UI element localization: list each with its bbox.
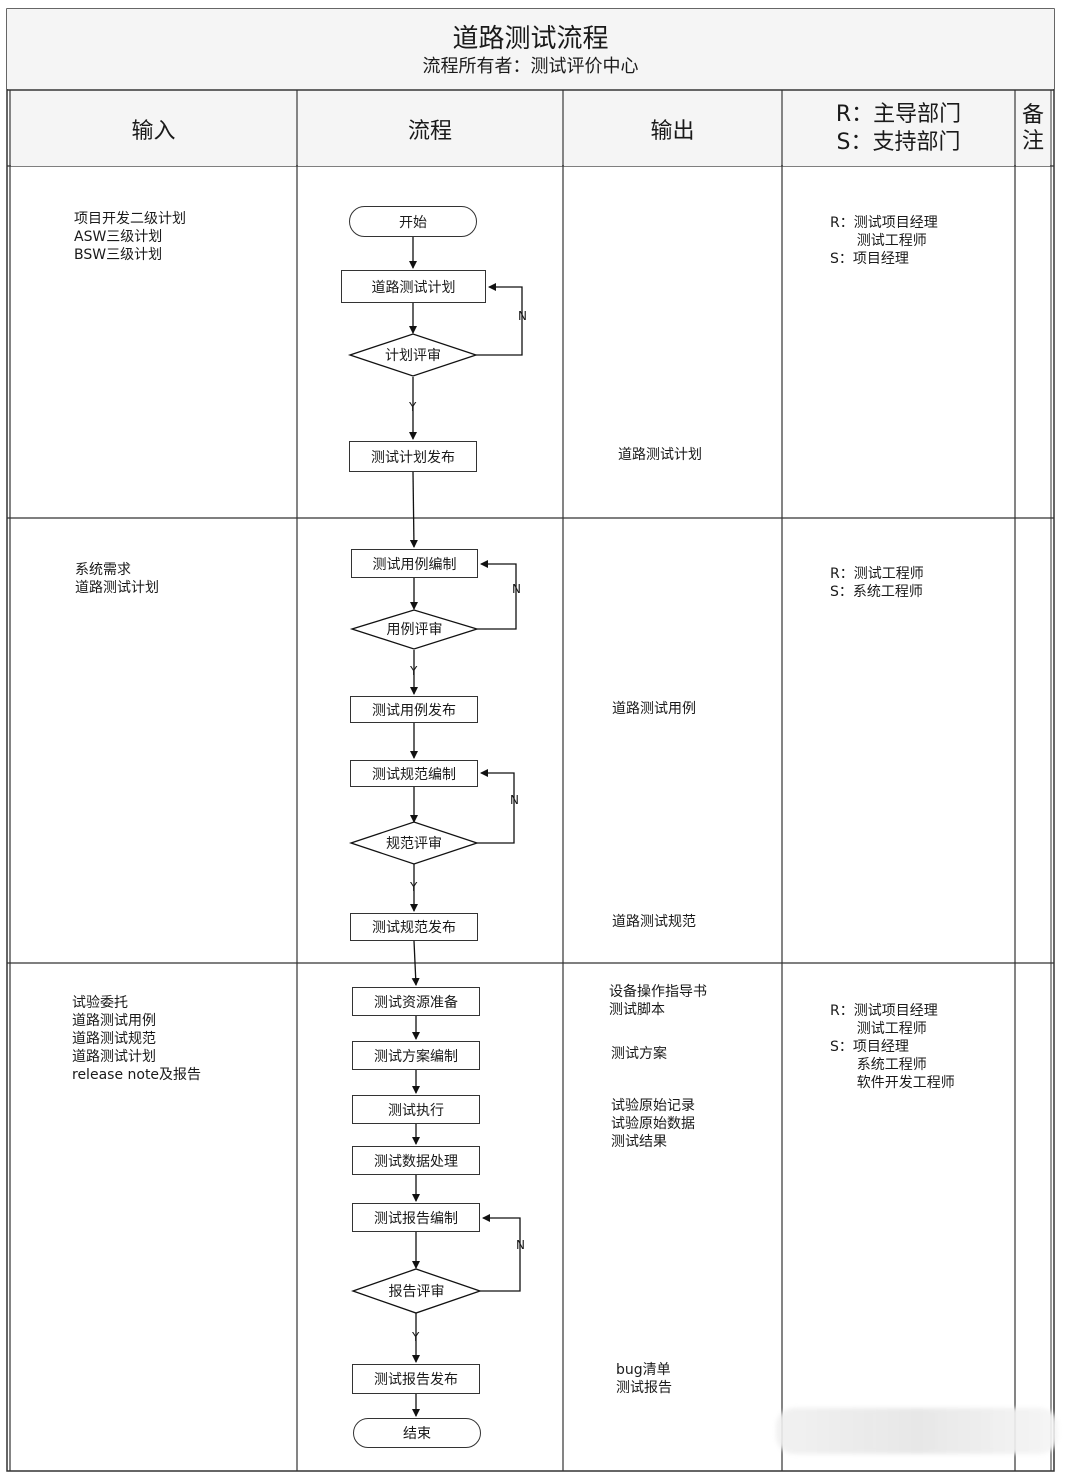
section3-output-1: 设备操作指导书 测试脚本: [609, 984, 707, 1018]
header-rs-s: S：支持部门: [836, 129, 961, 155]
flow-spec-review: 规范评审: [386, 836, 442, 852]
section3-rs: R：测试项目经理 测试工程师 S：项目经理 系统工程师 软件开发工程师: [830, 1003, 955, 1091]
header-rs: R：主导部门 S：支持部门: [783, 91, 1014, 166]
flow-spec-write: 测试规范编制: [350, 760, 478, 787]
section1-output-1: 道路测试计划: [618, 447, 702, 463]
title-banner: [7, 9, 1054, 89]
label-no-2: N: [512, 582, 521, 596]
section3-output-2: 测试方案: [611, 1046, 667, 1062]
page-subtitle: 流程所有者：测试评价中心: [422, 56, 639, 77]
header-note-text: 备 注: [1021, 102, 1044, 154]
flow-execute: 测试执行: [352, 1095, 480, 1124]
label-yes-1: Y: [409, 400, 417, 414]
flow-plan-release: 测试计划发布: [349, 441, 477, 472]
section2-output-1: 道路测试用例: [612, 701, 696, 717]
flow-case-release: 测试用例发布: [350, 696, 478, 723]
label-yes-3: Y: [410, 880, 418, 894]
page-title: 道路测试流程: [452, 24, 609, 54]
section2-inputs: 系统需求 道路测试计划: [75, 562, 159, 596]
section3-output-4: bug清单 测试报告: [616, 1362, 672, 1396]
flow-scheme: 测试方案编制: [352, 1041, 480, 1070]
header-rs-r: R：主导部门: [835, 101, 962, 127]
label-yes-4: Y: [412, 1330, 420, 1344]
section2-output-2: 道路测试规范: [612, 914, 696, 930]
flow-start: 开始: [349, 206, 477, 237]
label-no-3: N: [510, 793, 519, 807]
label-no-4: N: [516, 1238, 525, 1252]
header-input: 输入: [11, 91, 296, 166]
flow-end: 结束: [353, 1418, 481, 1448]
flow-case-review: 用例评审: [386, 622, 443, 638]
flow-resource: 测试资源准备: [352, 987, 480, 1016]
flow-plan-review: 计划评审: [385, 348, 441, 364]
decision-shapes: [347, 333, 482, 1314]
flow-plan: 道路测试计划: [341, 270, 486, 303]
label-no-1: N: [518, 309, 527, 323]
header-note: 备 注: [1016, 91, 1050, 166]
flow-report-release: 测试报告发布: [352, 1364, 480, 1394]
flow-report-review: 报告评审: [388, 1284, 445, 1300]
header-output: 输出: [564, 91, 781, 166]
connectors: [409, 237, 523, 1417]
section1-rs: R：测试项目经理 测试工程师 S：项目经理: [830, 215, 938, 267]
section3-inputs: 试验委托 道路测试用例 道路测试规范 道路测试计划 release note及报…: [72, 995, 202, 1083]
flow-data-proc: 测试数据处理: [352, 1146, 480, 1175]
label-yes-2: Y: [410, 664, 418, 678]
section1-inputs: 项目开发二级计划 ASW三级计划 BSW三级计划: [74, 211, 186, 263]
section2-rs: R：测试工程师 S：系统工程师: [830, 566, 924, 600]
watermark-blur: [776, 1408, 1058, 1454]
section3-output-3: 试验原始记录 试验原始数据 测试结果: [611, 1098, 695, 1150]
header-process: 流程: [298, 91, 562, 166]
flow-spec-release: 测试规范发布: [350, 913, 478, 941]
flow-case-write: 测试用例编制: [351, 549, 478, 578]
flow-report-write: 测试报告编制: [352, 1203, 480, 1232]
